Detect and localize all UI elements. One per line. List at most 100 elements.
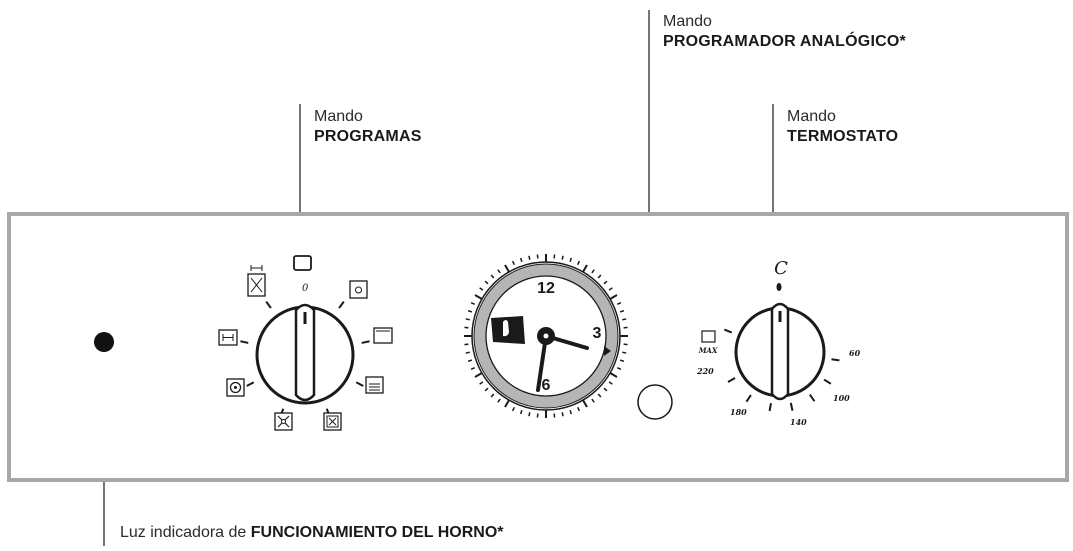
- temp-label-140: 140: [790, 417, 807, 427]
- timer-tick: [470, 301, 476, 305]
- timer-tick: [616, 367, 622, 371]
- timer-tick: [619, 359, 625, 363]
- timer-tick: [470, 367, 476, 371]
- timer-tick: [528, 412, 531, 417]
- timer-tick: [497, 269, 501, 274]
- lamp-icon: [349, 280, 368, 299]
- grill-fan-icon: [323, 412, 342, 431]
- thermostat-tick: [768, 403, 772, 412]
- termostato-caption: Mando: [787, 108, 836, 125]
- timer-tick: [519, 409, 523, 415]
- thermostat-tick: [809, 394, 816, 402]
- thermostat-tick: [823, 378, 832, 385]
- programador-caption: Mando: [663, 13, 712, 30]
- timer-tick: [479, 287, 484, 291]
- programador-label: PROGRAMADOR ANALÓGICO*: [663, 33, 906, 50]
- off-position-icon: [293, 255, 312, 271]
- termostato-label: TERMOSTATO: [787, 128, 899, 145]
- timer-tick: [622, 318, 627, 321]
- timer-tick: [484, 387, 489, 392]
- analog-timer[interactable]: 12 3 6: [464, 254, 628, 418]
- timer-tick: [504, 399, 510, 408]
- timer-tick: [597, 393, 602, 398]
- timer-tick: [561, 412, 564, 417]
- programs-tick: [338, 301, 345, 309]
- thermostat-tick: [727, 377, 736, 383]
- timer-outer-ring: [471, 261, 621, 411]
- timer-tick: [511, 406, 515, 412]
- programas-callout: Mando PROGRAMAS: [314, 107, 422, 147]
- programs-dial[interactable]: 0: [218, 255, 393, 431]
- fan-icon: [274, 412, 293, 431]
- luz-callout: Luz indicadora de FUNCIONAMIENTO DEL HOR…: [120, 524, 504, 542]
- timer-tick: [609, 372, 618, 378]
- timer-hub-center: [543, 333, 549, 339]
- timer-tick: [609, 294, 618, 300]
- timer-button[interactable]: [637, 384, 673, 420]
- timer-tick: [616, 301, 622, 305]
- timer-tick: [597, 274, 602, 279]
- timer-number-3: 3: [593, 325, 602, 342]
- timer-tick: [474, 372, 483, 378]
- thermostat-max-icon: [701, 330, 716, 343]
- timer-tick: [474, 294, 483, 300]
- timer-tick: [490, 393, 495, 398]
- convection-icon: [226, 378, 245, 397]
- timer-tick: [619, 309, 625, 313]
- temp-label-100: 100: [833, 393, 850, 403]
- timer-tick: [622, 351, 627, 354]
- temp-label-180: 180: [730, 407, 747, 417]
- timer-tick: [504, 264, 510, 273]
- temp-label-60: 60: [849, 348, 861, 358]
- timer-tick: [479, 381, 484, 385]
- timer-gray-ring: [474, 264, 618, 408]
- timer-tick: [569, 257, 573, 263]
- programs-tick: [265, 301, 272, 309]
- manual-hand-icon: [491, 316, 525, 344]
- thermostat-tick: [831, 358, 840, 362]
- timer-tick: [582, 264, 588, 273]
- timer-marker-arrow: [604, 346, 611, 356]
- timer-tick: [569, 409, 573, 415]
- thermostat-dial-ticks: [723, 328, 840, 412]
- thermostat-dial[interactable]: C MAX 60 100 140 180 220: [696, 258, 861, 427]
- programador-callout: Mando PROGRAMADOR ANALÓGICO*: [663, 12, 906, 52]
- timer-tick: [467, 309, 473, 313]
- oven-indicator-light: [94, 332, 114, 352]
- timer-tick: [528, 255, 531, 260]
- programs-tick: [355, 381, 364, 387]
- timer-tick: [490, 274, 495, 279]
- timer-tick: [591, 269, 595, 274]
- timer-tick: [608, 287, 613, 291]
- thermostat-tick: [789, 402, 794, 411]
- programas-label: PROGRAMAS: [314, 128, 422, 145]
- programs-zero-label: 0: [302, 283, 309, 294]
- thermostat-tick: [723, 328, 733, 334]
- timer-tick: [467, 359, 473, 363]
- timer-number-12: 12: [537, 280, 555, 297]
- timer-tick: [603, 280, 608, 285]
- thermostat-knob-grip: [770, 302, 790, 401]
- timer-tick: [511, 260, 515, 266]
- programs-tick: [361, 340, 370, 344]
- timer-tick: [603, 387, 608, 392]
- timer-tick: [582, 399, 588, 408]
- thermostat-max-label: MAX: [698, 346, 718, 355]
- thermostat-top-label: C: [774, 258, 788, 279]
- termostato-callout: Mando TERMOSTATO: [787, 107, 898, 147]
- programs-tick: [246, 381, 255, 387]
- timer-edge-ring: [473, 263, 619, 409]
- timer-tick: [608, 381, 613, 385]
- static-oven-icon: [373, 327, 393, 344]
- programs-tick: [240, 340, 249, 344]
- timer-tick: [465, 318, 470, 321]
- thermostat-tick: [745, 394, 752, 403]
- timer-tick: [519, 257, 523, 263]
- temp-label-220: 220: [696, 366, 714, 376]
- lower-heat-icon: [365, 376, 384, 394]
- timer-tick: [561, 255, 564, 260]
- defrost-icon: [247, 265, 266, 297]
- timer-tick: [465, 351, 470, 354]
- timer-minute-hand: [536, 334, 548, 392]
